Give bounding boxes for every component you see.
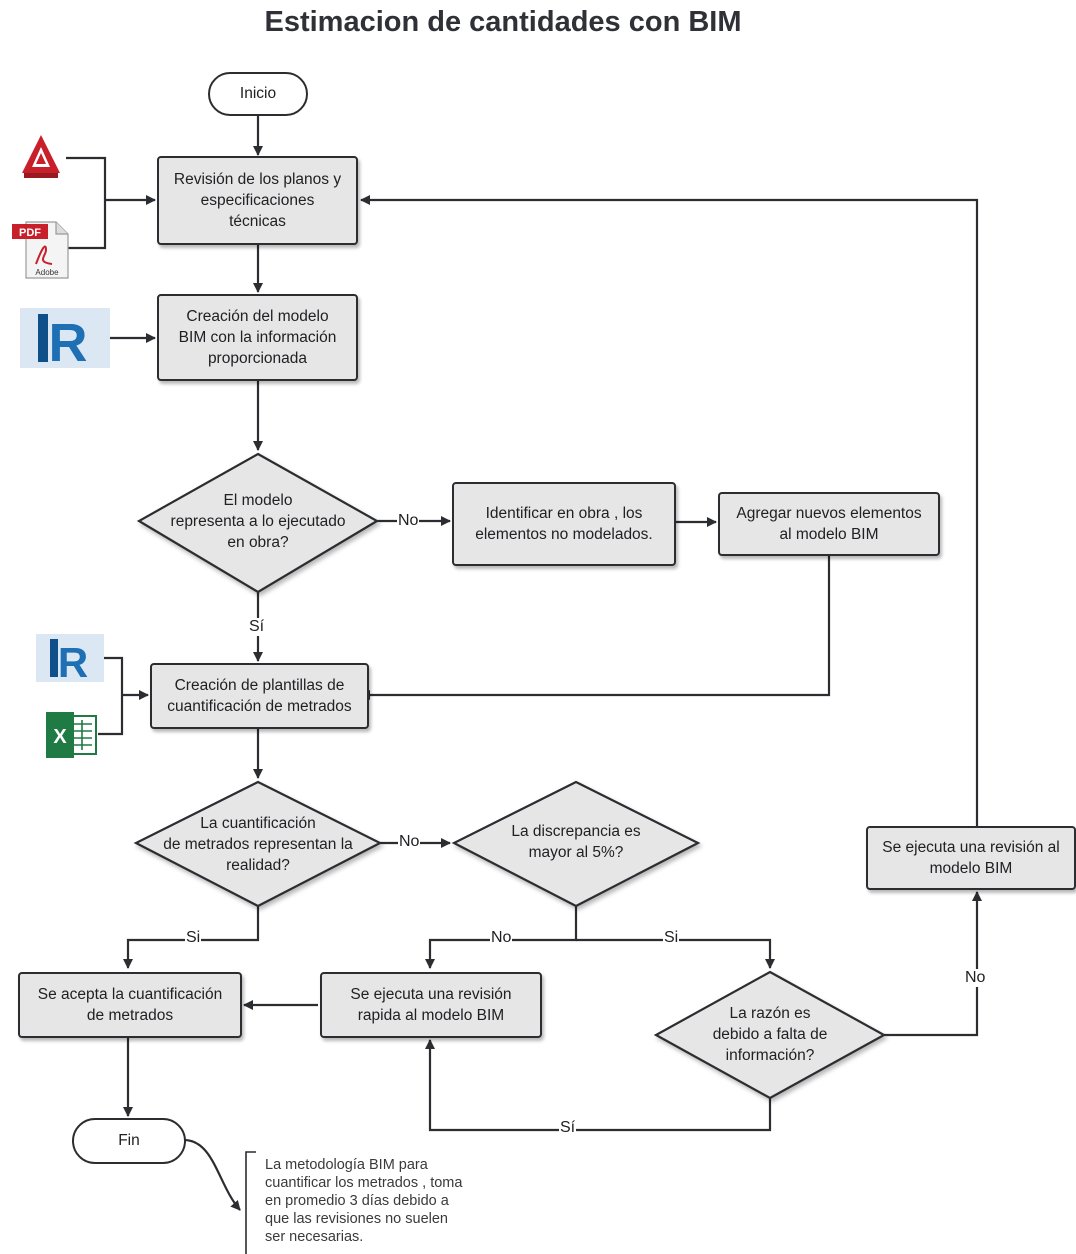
node-revision-planos: Revisión de los planos y especificacione…	[157, 156, 358, 245]
page-title: Estimacion de cantidades con BIM	[264, 6, 742, 38]
edge-agregar-plantillas	[360, 556, 831, 700]
pdf-label: PDF	[19, 227, 41, 239]
node-creacion-modelo: Creación del modelo BIM con la informaci…	[157, 294, 358, 381]
duration-note: La metodología BIM para cuantificar los …	[265, 1157, 463, 1245]
edge-label-modelo-si: Sí	[248, 618, 266, 636]
autocad-icon	[22, 135, 60, 178]
decision-discrepancia-label: La discrepancia es mayor al 5%?	[511, 823, 641, 861]
node-revision-rapida: Se ejecuta una revisión rapida al modelo…	[320, 972, 542, 1038]
excel-icon: X	[46, 712, 97, 758]
node-revision-modelo: Se ejecuta una revisión al modelo BIM	[866, 826, 1076, 890]
edge-label-discrepancia-no: No	[490, 929, 513, 947]
edge-fin-note	[183, 1138, 241, 1211]
decision-cuantificacion-shape	[133, 780, 383, 908]
end-node: Fin	[72, 1118, 186, 1164]
start-node: Inicio	[208, 72, 308, 116]
decision-modelo-label: El modelo representa a lo ejecutado en o…	[170, 491, 346, 551]
edge-label-razon-si: Sí	[559, 1119, 577, 1137]
node-identificar: Identificar en obra , los elementos no m…	[452, 482, 676, 566]
edge-label-razon-no: No	[964, 969, 987, 987]
edge-label-modelo-no: No	[397, 512, 420, 530]
edge-tools-plantillas	[98, 656, 148, 736]
revit-letter: R	[49, 313, 88, 368]
edge-razon-no	[884, 891, 982, 1037]
decision-razon-shape	[653, 970, 887, 1100]
edge-label-discrepancia-si: Si	[663, 929, 680, 947]
revit-icon-small: R	[36, 634, 104, 682]
node-acepta: Se acepta la cuantificación de metrados	[18, 972, 242, 1038]
revit-icon: R	[20, 308, 110, 368]
excel-letter: X	[53, 726, 67, 748]
edge-label-cuantificacion-no: No	[398, 833, 421, 851]
edge-inputs-revision	[66, 156, 155, 250]
edge-discrepancia-si	[576, 938, 775, 969]
adobe-label: Adobe	[35, 268, 59, 277]
edge-label-cuantificacion-si: Si	[185, 929, 202, 947]
node-agregar: Agregar nuevos elementos al modelo BIM	[718, 492, 940, 556]
decision-cuantificacion-label: La cuantificación de metrados representa…	[163, 814, 353, 874]
decision-razon-label: La razón es debido a falta de informació…	[712, 1004, 828, 1064]
note-bracket	[245, 1151, 256, 1254]
edge-razon-si	[425, 1039, 772, 1132]
decision-modelo-shape	[136, 452, 380, 594]
pdf-adobe-icon: PDF Adobe	[12, 221, 69, 279]
edge-revision-loop	[360, 195, 979, 826]
decision-discrepancia-shape	[451, 780, 701, 908]
node-plantillas: Creación de plantillas de cuantificación…	[150, 663, 369, 729]
revit-letter-small: R	[58, 639, 88, 682]
